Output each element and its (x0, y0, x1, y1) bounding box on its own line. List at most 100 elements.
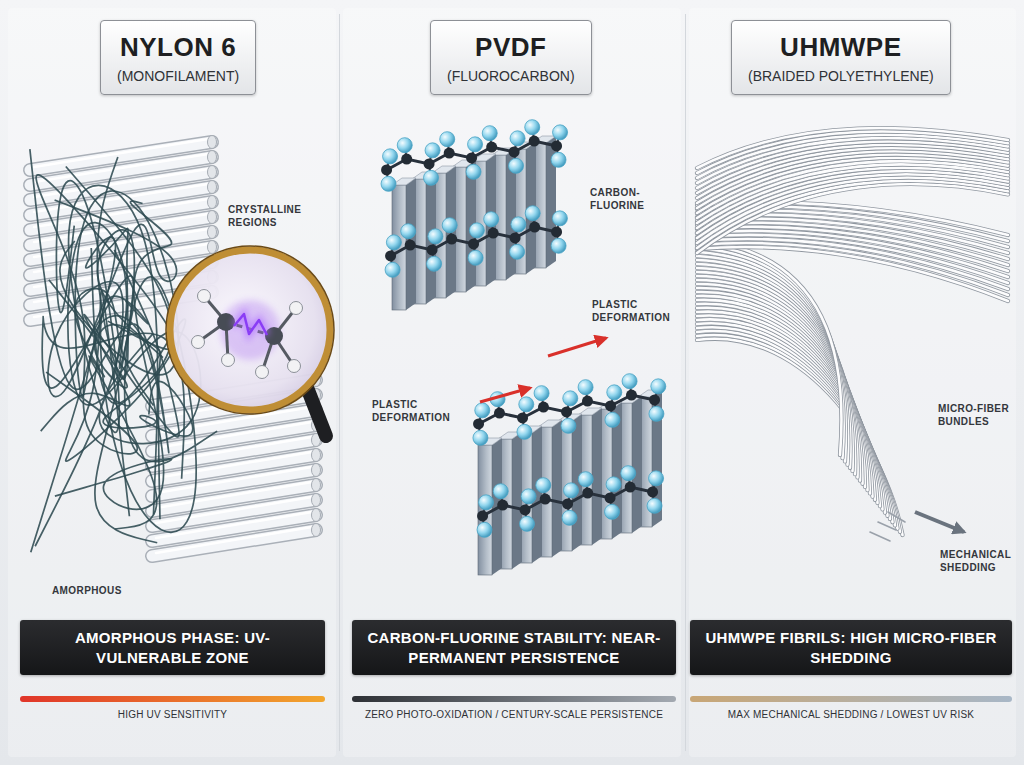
fluorine-atom (578, 380, 593, 395)
magnifier (166, 246, 334, 436)
fiber-core (697, 339, 903, 535)
shed-fibril (878, 522, 896, 530)
deformation-arrow (480, 388, 530, 402)
amorphous-chain (56, 181, 157, 515)
fiber-core (697, 335, 900, 532)
fiber-core (697, 260, 853, 471)
fluorine-atom (401, 224, 416, 239)
amorphous-chain (30, 149, 169, 453)
fluorine-atom (607, 385, 622, 400)
material-type: (MONOFILAMENT) (117, 68, 239, 84)
crystalline-rod-end (312, 524, 321, 537)
fiber-outline (697, 260, 853, 471)
carbon-atom (562, 498, 573, 509)
carbon-atom (405, 240, 416, 251)
fluorine-atom (385, 262, 400, 277)
hydrogen-atom (192, 336, 205, 349)
fluorine-atom (647, 498, 662, 513)
crystalline-rod-end (312, 479, 321, 492)
crystalline-rod-end (312, 449, 321, 462)
gradient-bar (352, 696, 676, 702)
fiber-outline (697, 135, 1008, 178)
carbon-atom (486, 142, 497, 153)
banner-text: AMORPHOUS PHASE: UV-VULNERABLE ZONE (32, 628, 313, 667)
hydrogen-atom (256, 366, 269, 379)
fluorine-atom (651, 379, 666, 394)
carbon-atom (647, 486, 658, 497)
deformation-arrow (548, 338, 606, 356)
fiber-core (697, 244, 844, 458)
crystalline-rod-end (208, 151, 217, 164)
fiber-outline (697, 327, 895, 525)
fluorine-atom (473, 430, 488, 445)
fiber-outline (697, 248, 846, 461)
carbon-atom (468, 238, 479, 249)
fluorine-atom (551, 238, 566, 253)
fluorine-atom (553, 125, 568, 140)
callout-label: AMORPHOUS (52, 584, 162, 597)
fiber-core (697, 138, 1008, 183)
fluorine-atom (397, 138, 412, 153)
fluorine-atom (525, 206, 540, 221)
fiber-outline (697, 268, 858, 477)
scale-caption: ZERO PHOTO-OXIDATION / CENTURY-SCALE PER… (352, 709, 676, 721)
fluorine-atom (477, 522, 492, 537)
carbon-atom (520, 504, 531, 515)
fiber-core (697, 128, 1008, 168)
fiber-outline (697, 231, 1008, 277)
crystalline-rod-end (208, 166, 217, 179)
fluorine-atom (562, 510, 577, 525)
crystalline-rod-core (152, 530, 316, 556)
banner-text: CARBON-FLUORINE STABILITY: NEAR-PERMANEN… (364, 628, 664, 667)
crystalline-rod-end (208, 181, 217, 194)
fluorine-atom (606, 477, 621, 492)
fluorine-atom (427, 256, 442, 271)
amorphous-chain (41, 250, 180, 437)
carbon-atom (529, 222, 540, 233)
fluorine-atom (517, 424, 532, 439)
carbon-atom (427, 244, 438, 255)
crystalline-rod-end (208, 196, 217, 209)
fluorine-atom (381, 176, 396, 191)
carbon-atom (625, 482, 636, 493)
fiber-core (697, 331, 898, 529)
carbon-atom (401, 154, 412, 165)
hydrogen-atom (198, 290, 211, 303)
carbon-atom (538, 402, 549, 413)
callout-label: PLASTIC DEFORMATION (592, 298, 680, 324)
carbon-atom (551, 140, 562, 151)
fluorine-atom (510, 131, 525, 146)
fluorine-atom (564, 483, 579, 498)
crystalline-rod-end (208, 211, 217, 224)
fiber-outline (697, 264, 855, 474)
fiber-outline (697, 335, 900, 532)
uv-zigzag-glow (234, 314, 267, 335)
material-name: PVDF (447, 33, 575, 62)
magnifier-handle (308, 390, 326, 436)
fiber-core (697, 327, 895, 525)
callout-label: MECHANICAL SHEDDING (940, 548, 1020, 574)
fiber-outline (697, 256, 851, 468)
fluorine-atom (479, 495, 494, 510)
fiber-outline (697, 138, 1008, 183)
fluorine-atom (561, 418, 576, 433)
magnifier-glass (170, 250, 330, 410)
magnifier-rim-edge (166, 246, 334, 414)
fluorine-atom (534, 386, 549, 401)
uv-zigzag (234, 314, 267, 335)
material-name: NYLON 6 (117, 33, 239, 62)
carbon-atom (551, 226, 562, 237)
fiber-core (697, 131, 1008, 173)
fluorine-atom (469, 223, 484, 238)
slab-side (592, 408, 602, 545)
scale-caption: HIGH UV SENSITIVITY (20, 709, 325, 721)
material-title-box: UHMWPE(BRAIDED POLYETHYLENE) (731, 20, 951, 95)
slab-side (552, 420, 562, 557)
banner-text: UHMWPE FIBRILS: HIGH MICRO-FIBER SHEDDIN… (702, 628, 1000, 667)
gradient-bar (690, 696, 1012, 702)
carbon-atom (582, 488, 593, 499)
fluorine-atom (493, 484, 508, 499)
fluorine-atom (475, 403, 490, 418)
carbon-atom (649, 394, 660, 405)
